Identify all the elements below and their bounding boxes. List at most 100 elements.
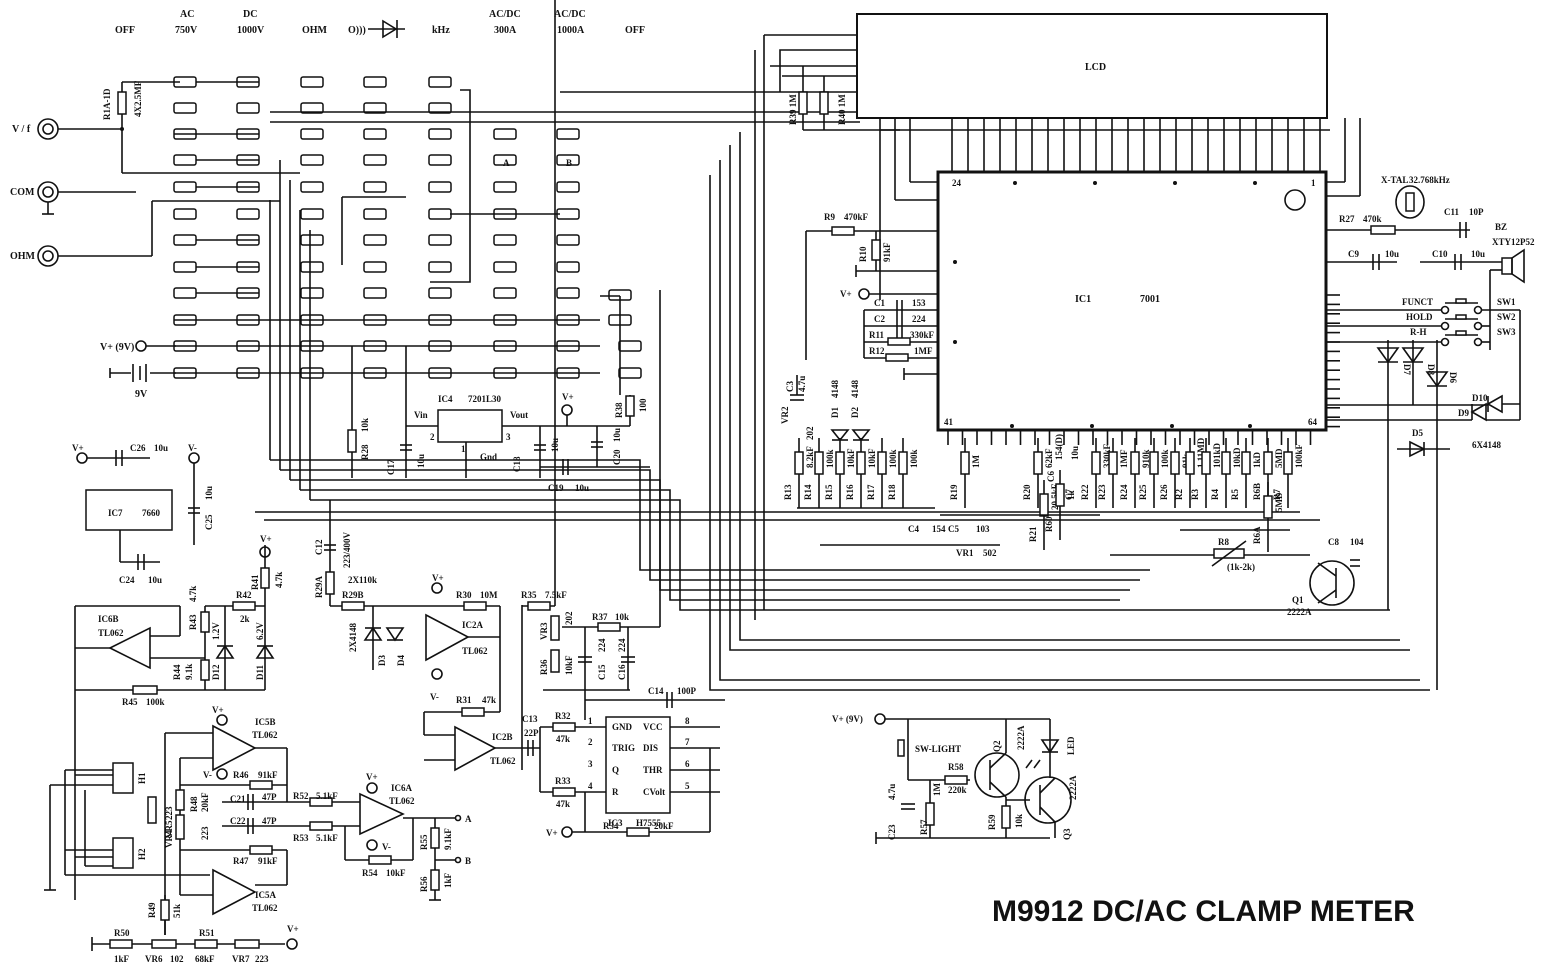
switch-contact [428,154,452,166]
r32-ref: R32 [555,711,571,721]
backlight-supply-label: V+ (9V) [832,714,863,724]
r42-value: 2k [240,614,250,624]
hall-vplus: V+ [287,924,299,934]
supply-9v: V+ (9V) [100,340,176,353]
pushbuttons [1326,269,1520,350]
resistor-ref: R6B [1252,483,1262,500]
ic5b-vplus: V+ [212,705,224,715]
r50-value: 1kF [114,954,130,964]
q2-value: 2222A [1016,725,1026,750]
ic3-part: H7555 [636,818,662,828]
q2-transistor-icon [974,752,1020,798]
resistor-r18 [898,451,908,475]
range-ac-top: AC [180,9,194,20]
ic4-gnd: Gnd [480,452,497,462]
resistor-r4 [1221,451,1231,475]
d5-label: D5 [1412,428,1423,438]
r54-value: 10kF [386,868,406,878]
vr1-value: 502 [983,548,997,558]
ic5a-part: TL062 [252,903,278,913]
c11-ref: C11 [1444,207,1460,217]
resistor-value: 910k [1141,449,1151,468]
c6-ref: C6 [1046,471,1056,482]
switch-contact [428,208,452,220]
resistor-ref: R18 [887,484,897,500]
resistor-value: 10kF [867,448,877,468]
q1-transistor-icon [1309,559,1360,606]
ic5a-ref: IC5A [255,890,277,900]
ic6a-vplus: V+ [366,772,378,782]
resistor-value: 330kF [1102,443,1112,468]
ic1-right-components: X-TAL 32.768kHz R27 470k C11 10P BZ XTY1… [1326,175,1535,690]
switch-contact [173,181,197,193]
resistor-value: 100k [888,449,898,468]
terminal-com-label: COM [10,187,35,198]
resistor-r14 [814,451,824,475]
d12-ref: D12 [211,664,221,680]
resistor-value: 8.2kF [805,446,815,468]
ic6a-part: TL062 [389,796,415,806]
ic3-pin-label: Q [612,765,619,775]
resistor-value: 1kD [1252,451,1262,468]
terminal-com: COM [10,181,136,215]
ic2a-vplus: V+ [432,573,444,583]
resistor-r60 [1055,483,1065,507]
resistor-ref: R24 [1119,484,1129,500]
r9-ref: R9 [824,212,835,222]
r53-value: 5.1kF [316,833,338,843]
switch-contact [428,287,452,299]
r29b-ref: R29B [342,590,364,600]
resistor-r6a [1263,495,1273,519]
switch-contact [300,102,324,114]
sw-light-label: SW-LIGHT [915,744,961,754]
d2-ref: D2 [850,407,860,418]
r34-ref: R34 [603,821,619,831]
resistor-value: 101kD [1212,442,1222,468]
switch-contact [556,287,580,299]
ic1-pin24: 24 [952,178,962,188]
c16-value: 224 [617,638,627,652]
switch-contact [363,261,387,273]
c21-value: 47P [262,792,277,802]
r34-value: 20kF [654,821,674,831]
c12-value: 223/400V [342,531,352,568]
vr1-ref: VR1 [956,548,974,558]
output-b-label: B [465,856,471,866]
switch-contact [300,261,324,273]
switch-contact [556,234,580,246]
r42-ref: R42 [236,590,252,600]
switch-contact [556,181,580,193]
vr7-ref: VR7 [232,954,250,964]
terminal-ohm: OHM [10,200,280,267]
d2-part: 4148 [850,380,860,399]
ic1-left-components: R9 470kF R10 91kF V+ C1 153 C2 224 R11 3… [805,212,938,380]
ic1-bottom-network: R138.2kFR14100kR1510kFR1610kFR17100kR181… [783,437,1310,556]
q2-ref: Q2 [992,740,1002,752]
switch-contact [428,102,452,114]
resistor-value: 5MD [1274,492,1284,512]
pin1-marker-icon [1284,189,1306,211]
range-dc-top: DC [243,9,257,20]
switch-contact [618,340,642,352]
q1-value: 2222A [1287,607,1312,617]
c18-ref: C18 [512,456,522,472]
resistor-r3 [1201,451,1211,475]
c10-ref: C10 [1432,249,1448,259]
c26-ref: C26 [130,443,146,453]
r57-value: 1M [932,783,942,797]
bz-value: XTY12P52 [1492,237,1535,247]
d9-label: D9 [1458,408,1469,418]
vr4-value: 223 [164,806,174,820]
switch-contact [363,208,387,220]
c13-value: 22P [524,728,539,738]
r46-value: 91kF [258,770,278,780]
h1-label: H1 [137,772,147,784]
hall-sensor-h1 [112,762,134,794]
r43-ref: R43 [188,614,198,630]
vr6-ref: VR6 [145,954,163,964]
c19-ref: C19 [548,483,564,493]
ic2a-ref: IC2A [462,620,484,630]
resistor-r6b [1263,451,1273,475]
supply-label: V+ (9V) [100,342,134,353]
c24-ref: C24 [119,575,135,585]
